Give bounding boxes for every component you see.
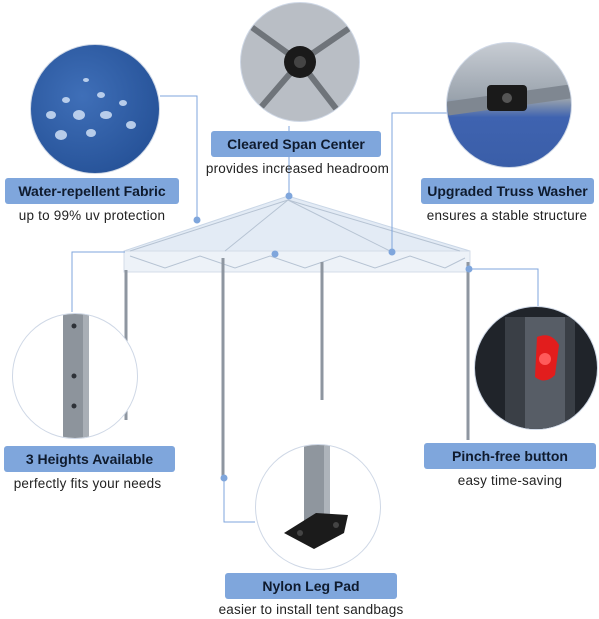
fabric-photo	[30, 44, 160, 174]
leg-pad-title: Nylon Leg Pad	[225, 573, 397, 599]
heights-photo	[12, 313, 138, 439]
heights-desc: perfectly fits your needs	[13, 476, 162, 491]
truss-washer-photo	[446, 42, 572, 168]
heights-title: 3 Heights Available	[4, 446, 175, 472]
truss-washer-title: Upgraded Truss Washer	[421, 178, 594, 204]
pinch-button-title: Pinch-free button	[424, 443, 596, 469]
truss-washer-desc: ensures a stable structure	[426, 208, 588, 223]
cleared-span-photo	[240, 2, 360, 122]
leg-pad-desc: easier to install tent sandbags	[218, 602, 404, 617]
cleared-span-desc: provides increased headroom	[205, 161, 390, 176]
fabric-title: Water-repellent Fabric	[5, 178, 179, 204]
pinch-button-desc: easy time-saving	[457, 473, 563, 488]
fabric-desc: up to 99% uv protection	[18, 208, 166, 223]
leg-pad-photo	[255, 444, 381, 570]
cleared-span-title: Cleared Span Center	[211, 131, 381, 157]
pinch-button-photo	[474, 306, 598, 430]
